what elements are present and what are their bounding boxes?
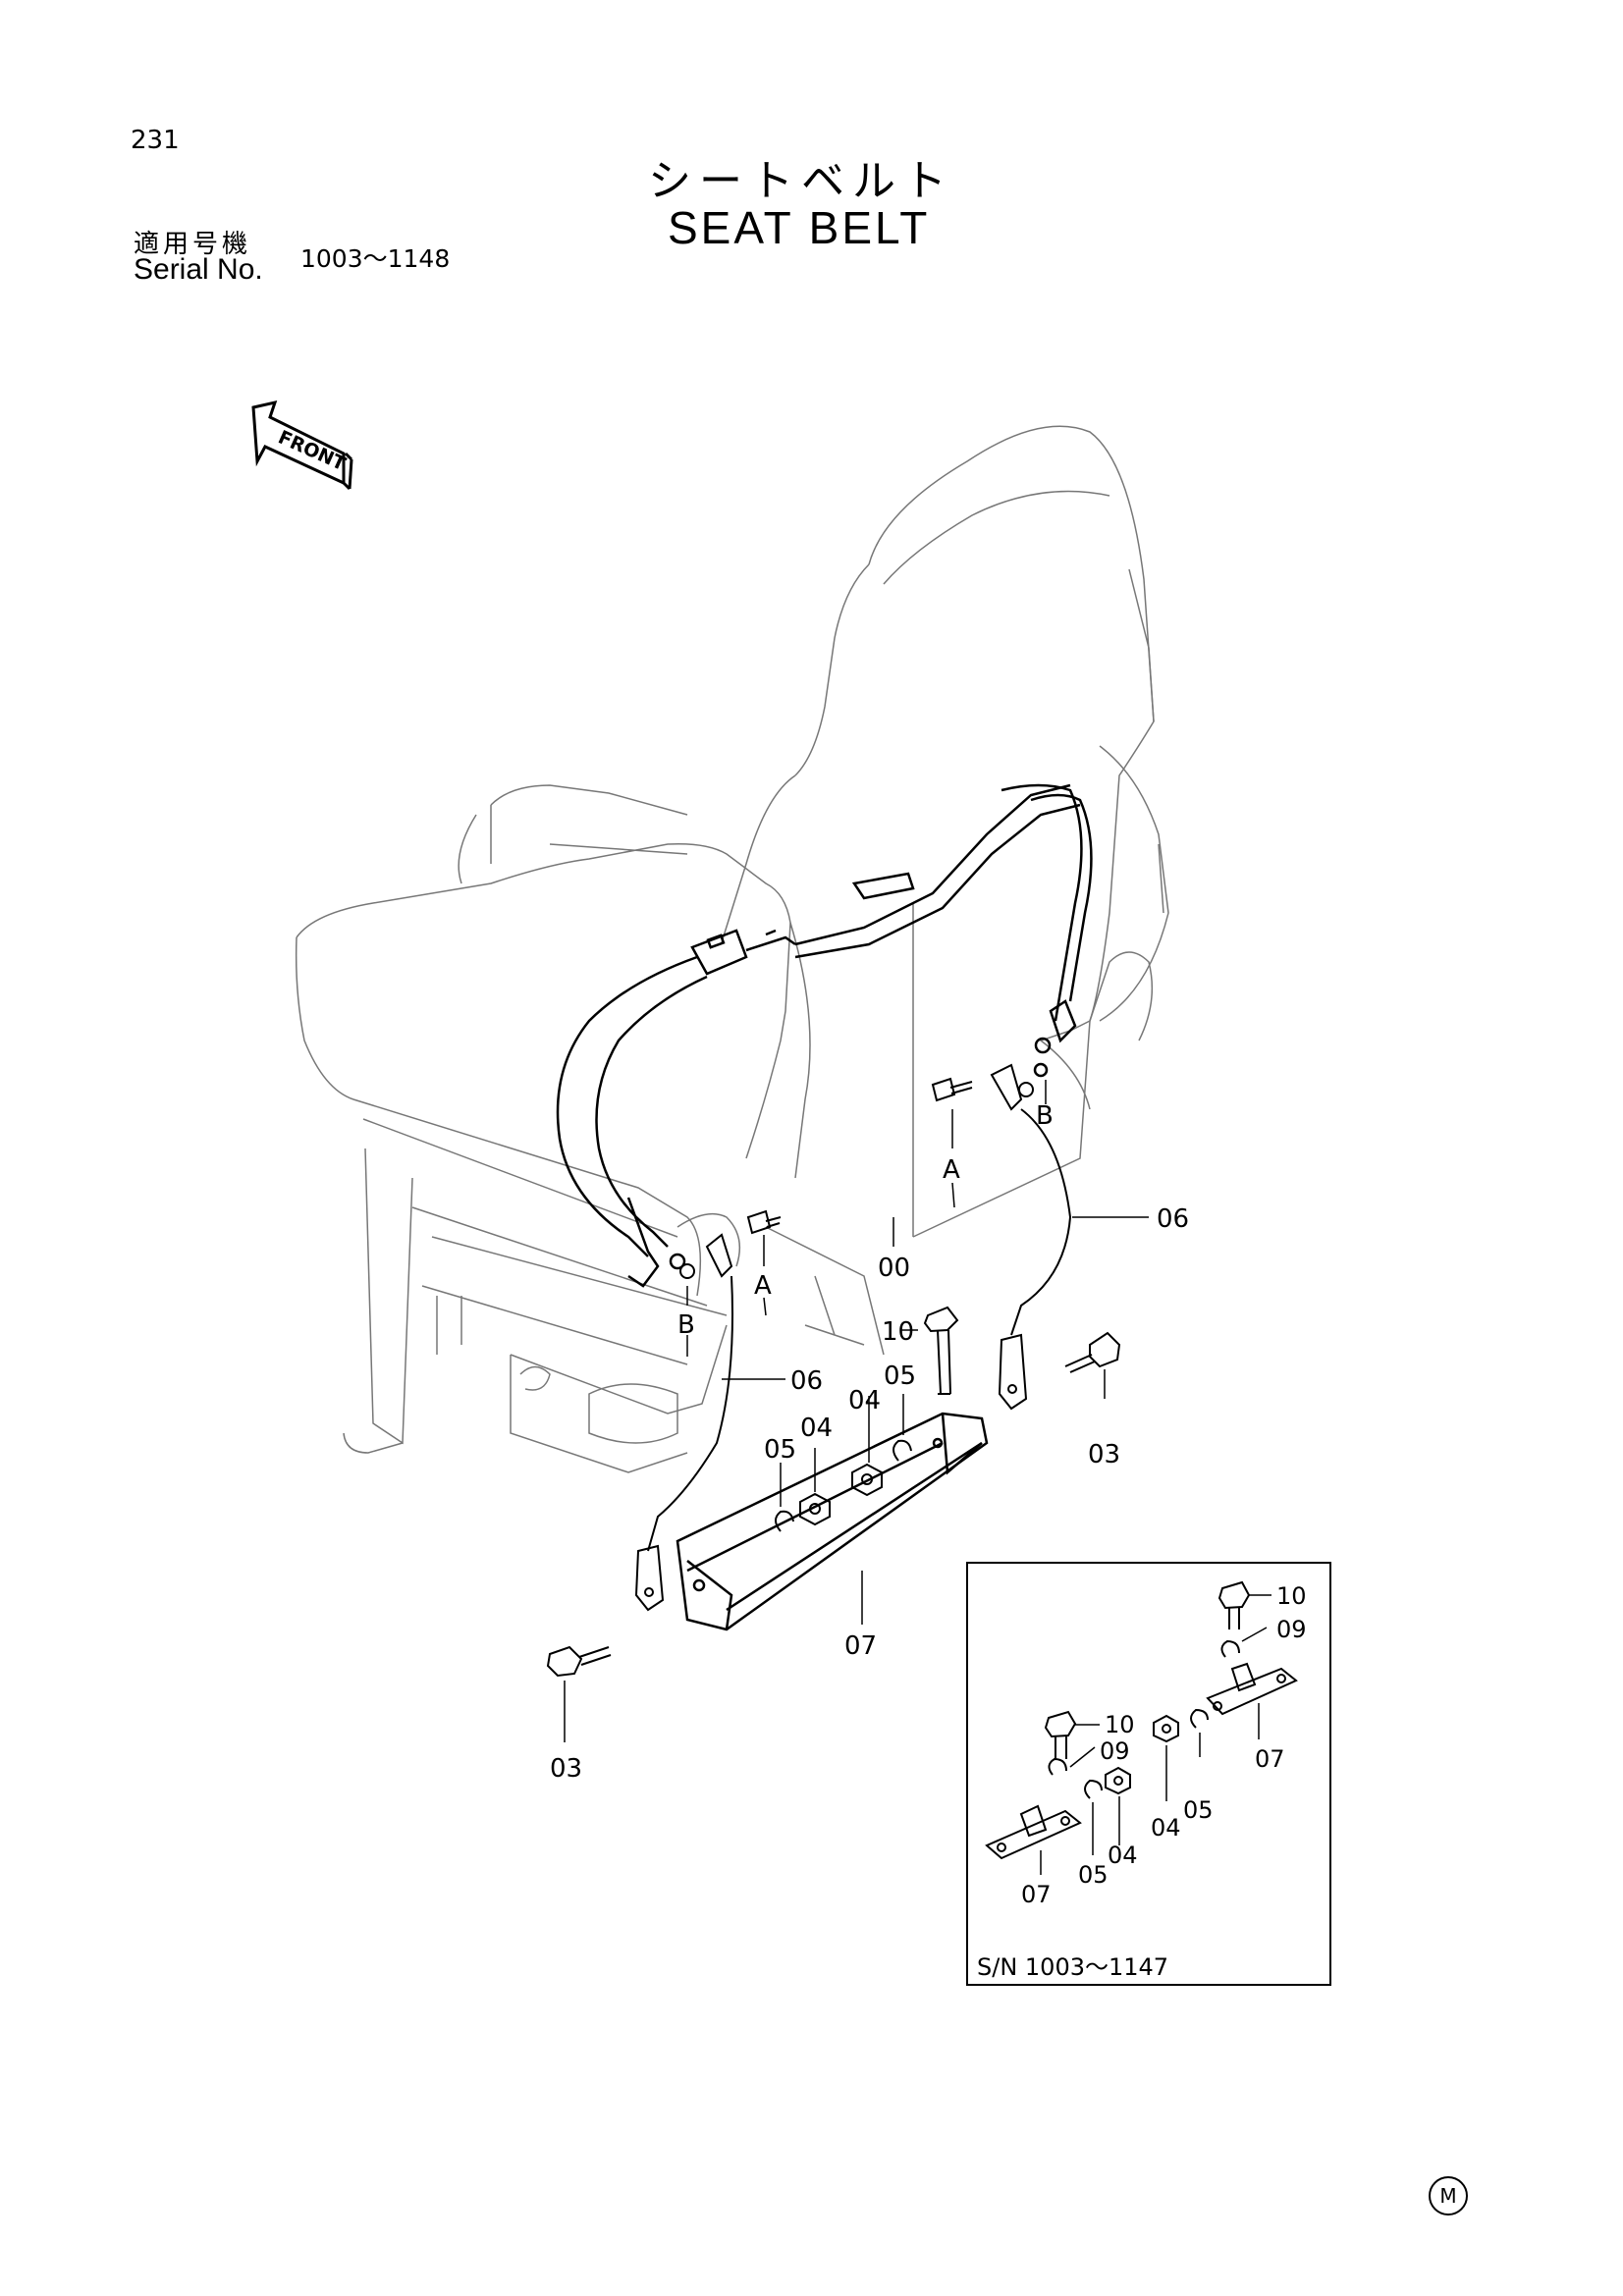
title-english: SEAT BELT [668,202,931,253]
seat-outline [295,425,1169,1473]
leader-lines [564,1080,1149,1742]
callout-03-right: 03 [1088,1440,1120,1469]
inset-callout-05-left: 05 [1078,1861,1109,1889]
inset-callout-05-right: 05 [1183,1796,1214,1824]
callout-B-right: B [1036,1101,1054,1131]
callout-00: 00 [878,1254,910,1283]
callout-05-main-b: 05 [764,1435,796,1465]
page-number: 231 [131,126,180,155]
seat-belt-straps [556,783,1093,1288]
inset-callout-10-top: 10 [1276,1582,1307,1610]
serial-label-japanese: 適用号機 [134,230,252,259]
callout-10-main: 10 [882,1317,914,1347]
inset-callout-04-right: 04 [1151,1814,1181,1842]
inset-panel: 10 09 07 05 04 10 09 07 05 04 S/N 1003～1… [966,1562,1331,1986]
callout-A-left: A [754,1271,772,1301]
inset-callout-09-top: 09 [1276,1616,1307,1643]
corner-m-mark: M [1429,2176,1468,2216]
bracket-07 [676,1412,989,1631]
callout-07-main: 07 [844,1631,877,1661]
callout-05-main-a: 05 [884,1362,916,1391]
serial-label-english: Serial No. [134,253,263,286]
title-japanese: シートベルト [648,156,954,206]
callout-04-main-b: 04 [800,1414,833,1443]
loose-hardware [546,1306,1121,1678]
inset-callout-07-left: 07 [1021,1881,1052,1908]
front-arrow-icon: FRONT [251,400,353,491]
anchor-hardware [634,1063,1072,1612]
inset-callout-09-lower: 09 [1100,1737,1130,1765]
inset-callout-04-left: 04 [1108,1842,1138,1869]
callout-06-left: 06 [790,1366,823,1396]
callout-A-right: A [943,1155,960,1185]
callout-03-left: 03 [550,1754,582,1784]
serial-range: 1003～1148 [300,244,451,273]
callout-04-main-a: 04 [848,1386,881,1415]
inset-callout-07-right: 07 [1255,1745,1285,1773]
callout-06-right: 06 [1157,1204,1189,1234]
callout-B-left: B [677,1310,695,1340]
inset-serial-label: S/N 1003～1147 [977,1953,1168,1981]
callout-labels: A B A B 00 06 06 10 05 04 04 05 03 07 03 [550,1101,1189,1784]
inset-callout-10-lower: 10 [1105,1711,1135,1738]
